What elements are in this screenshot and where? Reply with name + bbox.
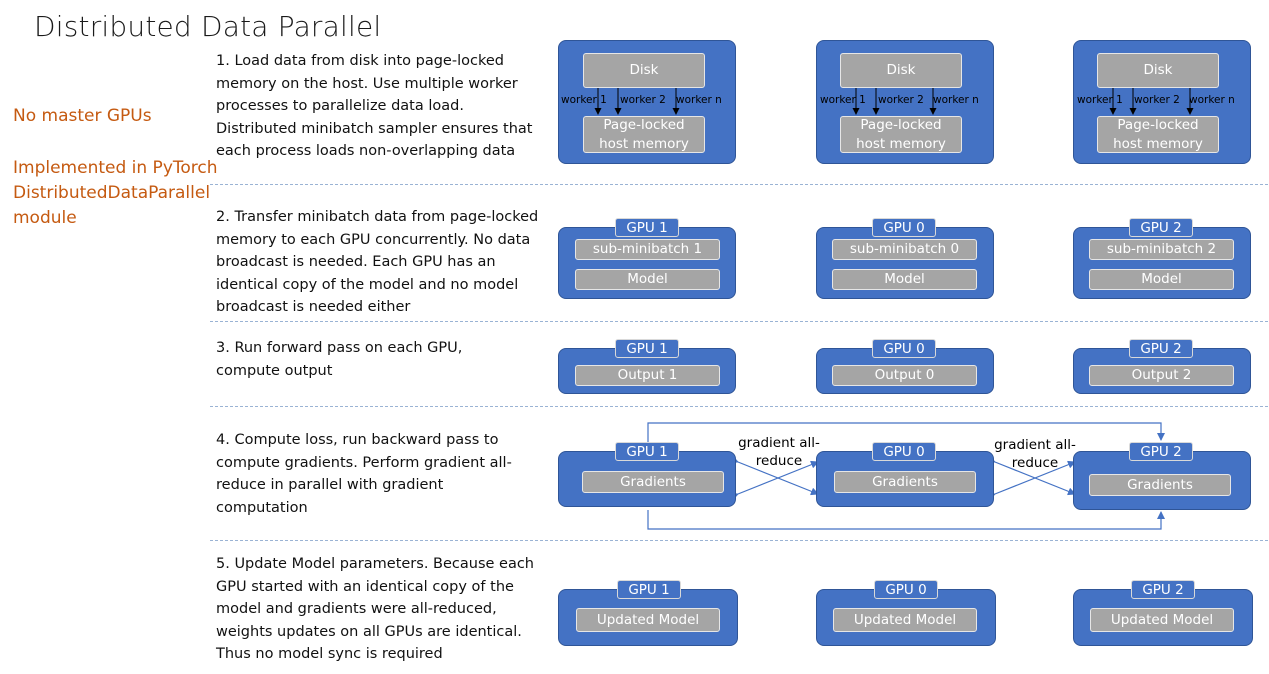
no-master-note: No master GPUs: [13, 106, 152, 126]
worker-label-1-n: worker n: [676, 94, 722, 106]
gpu-label-update-1: GPU 1: [617, 580, 681, 599]
top-bracket-arrow: [647, 422, 1165, 442]
gpu-label-transfer-2: GPU 2: [1129, 218, 1193, 237]
separator-3: [210, 406, 1268, 407]
allreduce-label-2: gradient all-reduce: [994, 437, 1076, 471]
step-3-text: 3. Run forward pass on each GPU, compute…: [216, 340, 463, 379]
gradients-0: Gradients: [834, 471, 976, 493]
gpu-label-backward-2: GPU 2: [1129, 442, 1193, 461]
bottom-bracket-arrow: [647, 510, 1165, 530]
updated-model-2: Updated Model: [1090, 608, 1234, 632]
page-locked-memory-1: Page-locked host memory: [583, 116, 705, 153]
model-0: Model: [832, 269, 977, 290]
page-locked-memory-3: Page-locked host memory: [1097, 116, 1219, 153]
implementation-note: Implemented in PyTorch DistributedDataPa…: [13, 158, 218, 228]
worker-label-3-n: worker n: [1189, 94, 1235, 106]
disk-1: Disk: [583, 53, 705, 88]
worker-label-3-1: worker 1: [1077, 94, 1123, 106]
gpu-label-backward-1: GPU 1: [615, 442, 679, 461]
sub-minibatch-2: sub-minibatch 2: [1089, 239, 1234, 260]
separator-2: [210, 321, 1268, 322]
gpu-label-forward-1: GPU 1: [615, 339, 679, 358]
gpu-label-update-0: GPU 0: [874, 580, 938, 599]
worker-label-3-2: worker 2: [1134, 94, 1180, 106]
sub-minibatch-0: sub-minibatch 0: [832, 239, 977, 260]
gpu-label-forward-0: GPU 0: [872, 339, 936, 358]
worker-label-1-1: worker 1: [561, 94, 607, 106]
cross-arrow-2b: [987, 460, 1076, 501]
page-title: Distributed Data Parallel: [34, 10, 382, 43]
updated-model-1: Updated Model: [576, 608, 720, 632]
worker-label-2-2: worker 2: [878, 94, 924, 106]
updated-model-0: Updated Model: [833, 608, 977, 632]
output-2: Output 2: [1089, 365, 1234, 386]
cross-arrow-1b: [730, 460, 819, 501]
model-1: Model: [575, 269, 720, 290]
sub-minibatch-1: sub-minibatch 1: [575, 239, 720, 260]
gpu-label-update-2: GPU 2: [1131, 580, 1195, 599]
gpu-label-forward-2: GPU 2: [1129, 339, 1193, 358]
page-locked-memory-2: Page-locked host memory: [840, 116, 962, 153]
gpu-label-backward-0: GPU 0: [872, 442, 936, 461]
worker-label-1-2: worker 2: [620, 94, 666, 106]
step-1-text: 1. Load data from disk into page-locked …: [216, 53, 533, 159]
allreduce-label-1: gradient all-reduce: [738, 435, 820, 469]
output-1: Output 1: [575, 365, 720, 386]
gradients-2: Gradients: [1089, 474, 1231, 496]
step-2-text: 2. Transfer minibatch data from page-loc…: [216, 209, 539, 315]
step-5-text: 5. Update Model parameters. Because each…: [216, 556, 535, 662]
worker-label-2-n: worker n: [933, 94, 979, 106]
output-0: Output 0: [832, 365, 977, 386]
separator-4: [210, 540, 1268, 541]
gpu-label-transfer-0: GPU 0: [872, 218, 936, 237]
disk-2: Disk: [840, 53, 962, 88]
worker-label-2-1: worker 1: [820, 94, 866, 106]
separator-1: [210, 184, 1268, 185]
model-2: Model: [1089, 269, 1234, 290]
gpu-label-transfer-1: GPU 1: [615, 218, 679, 237]
disk-3: Disk: [1097, 53, 1219, 88]
worker-arrows: [594, 88, 1194, 115]
step-4-text: 4. Compute loss, run backward pass to co…: [216, 432, 512, 516]
gradients-1: Gradients: [582, 471, 724, 493]
